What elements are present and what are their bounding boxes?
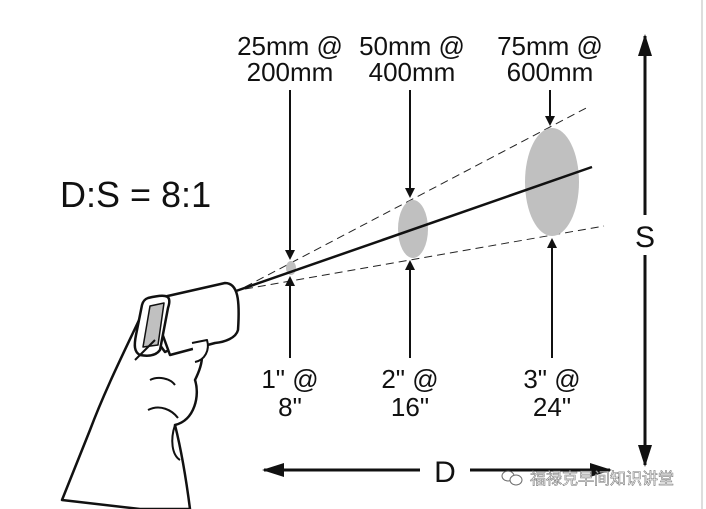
top-label-2-line1: 50mm @ <box>359 31 465 61</box>
ir-thermometer-in-hand <box>60 281 240 509</box>
top-label-3-line2: 600mm <box>507 57 594 87</box>
laser-beam <box>235 165 593 293</box>
ratio-label: D:S = 8:1 <box>60 174 211 215</box>
spot-size-label: S <box>635 221 655 254</box>
wechat-icon <box>501 470 523 486</box>
top-label-1-line1: 25mm @ <box>237 31 343 61</box>
watermark: 福禄克早间知识讲堂 <box>501 469 674 488</box>
distance-label: D <box>434 456 456 489</box>
watermark-text: 福禄克早间知识讲堂 <box>530 469 674 488</box>
top-label-3-line1: 75mm @ <box>497 31 603 61</box>
bottom-label-1-line1: 1" @ <box>261 364 318 394</box>
cone-lower-edge <box>244 225 605 290</box>
bottom-label-3-line1: 3" @ <box>523 364 580 394</box>
top-label-2-line2: 400mm <box>369 57 456 87</box>
bottom-label-1-line2: 8" <box>278 392 302 422</box>
bottom-label-2-line1: 2" @ <box>381 364 438 394</box>
top-label-1-line2: 200mm <box>247 57 334 87</box>
bottom-label-2-line2: 16" <box>391 392 429 422</box>
bottom-label-3-line2: 24" <box>533 392 571 422</box>
